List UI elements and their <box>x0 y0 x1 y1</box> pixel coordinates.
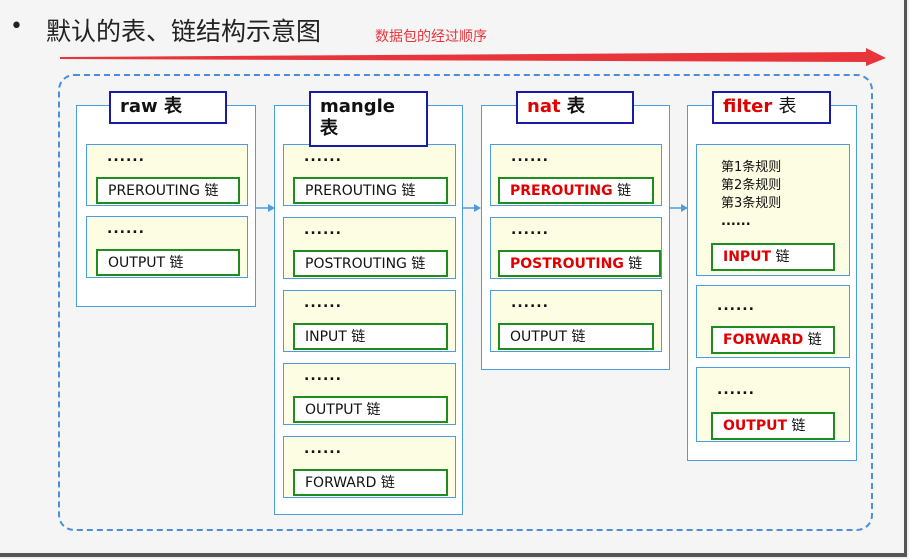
chain-box: ...... OUTPUT 链 <box>86 216 248 278</box>
chain-suffix: 链 <box>617 183 632 199</box>
table-name-text: raw <box>120 96 158 117</box>
connector-arrow-icon <box>256 204 275 212</box>
chain-output: OUTPUT 链 <box>96 249 240 276</box>
chain-name: POSTROUTING <box>510 256 624 272</box>
bullet: • <box>10 14 23 39</box>
chain-name: PREROUTING <box>510 183 613 199</box>
dots: ...... <box>107 221 145 237</box>
chain-name: PREROUTING <box>108 183 201 199</box>
chain-suffix: 链 <box>169 255 184 271</box>
chain-postrouting: POSTROUTING 链 <box>293 250 448 277</box>
table-nat: ...... PREROUTING 链 ...... POSTROUTING 链… <box>481 105 670 370</box>
table-mangle: ...... PREROUTING 链 ...... POSTROUTING 链… <box>274 105 463 515</box>
dots: ...... <box>511 295 549 311</box>
chain-box: ...... FORWARD 链 <box>283 436 456 498</box>
chain-name: INPUT <box>305 329 347 345</box>
chain-name: POSTROUTING <box>305 256 407 272</box>
chain-name: PREROUTING <box>305 183 398 199</box>
chain-input: INPUT 链 <box>293 323 448 350</box>
dots: ...... <box>107 149 145 165</box>
dots: ...... <box>304 368 342 384</box>
table-name-text: filter <box>723 96 773 117</box>
chain-suffix: 链 <box>411 256 426 272</box>
flow-arrow-icon <box>60 48 886 66</box>
chain-input: INPUT 链 <box>711 243 835 271</box>
connector-arrow-icon <box>669 204 688 212</box>
dots: ...... <box>511 149 549 165</box>
chain-suffix: 链 <box>401 183 416 199</box>
dots: ...... <box>304 295 342 311</box>
dots: ...... <box>717 298 755 314</box>
chain-box: ...... OUTPUT 链 <box>490 290 662 352</box>
chain-suffix: 链 <box>775 249 790 265</box>
chain-suffix: 链 <box>366 402 381 418</box>
chain-output: OUTPUT 链 <box>711 412 835 440</box>
rule-item: 第1条规则 <box>721 160 782 175</box>
chain-box: 第1条规则 第2条规则 第3条规则 ...... INPUT 链 <box>696 144 850 276</box>
chain-suffix: 链 <box>351 329 366 345</box>
rules-list: 第1条规则 第2条规则 第3条规则 ...... <box>721 159 781 231</box>
chain-name: OUTPUT <box>723 418 787 434</box>
table-name-text: nat <box>527 96 561 117</box>
chain-suffix: 链 <box>204 183 219 199</box>
connector-arrow-icon <box>462 204 481 212</box>
chain-box: ...... FORWARD 链 <box>696 285 850 358</box>
chain-prerouting: PREROUTING 链 <box>498 177 654 204</box>
table-suffix: 表 <box>566 96 585 117</box>
table-name-filter: filter 表 <box>712 91 831 124</box>
table-filter: 第1条规则 第2条规则 第3条规则 ...... INPUT 链 ...... … <box>687 105 857 461</box>
chain-box: ...... PREROUTING 链 <box>283 144 456 206</box>
table-name-nat: nat 表 <box>516 91 634 124</box>
table-suffix: 表 <box>320 118 338 139</box>
chain-name: FORWARD <box>305 475 377 491</box>
chain-name: INPUT <box>723 249 772 265</box>
dots: ...... <box>717 382 755 398</box>
chain-suffix: 链 <box>628 256 643 272</box>
rule-item: 第2条规则 <box>721 178 782 193</box>
rule-item: ...... <box>721 214 751 229</box>
dots: ...... <box>304 441 342 457</box>
chain-box: ...... OUTPUT 链 <box>283 363 456 425</box>
chain-box: ...... OUTPUT 链 <box>696 367 850 442</box>
chain-box: ...... INPUT 链 <box>283 290 456 352</box>
table-name-text: mangle <box>320 96 395 117</box>
table-name-raw: raw 表 <box>109 91 227 124</box>
dots: ...... <box>511 222 549 238</box>
chain-box: ...... POSTROUTING 链 <box>490 217 662 279</box>
container-dashed-box <box>58 74 873 531</box>
table-suffix: 表 <box>163 96 182 117</box>
chain-output: OUTPUT 链 <box>293 396 448 423</box>
chain-forward: FORWARD 链 <box>293 469 448 496</box>
page-title: 默认的表、链结构示意图 <box>46 17 322 46</box>
chain-name: OUTPUT <box>510 329 568 345</box>
arrow-label: 数据包的经过顺序 <box>375 29 487 45</box>
chain-postrouting: POSTROUTING 链 <box>498 250 661 277</box>
chain-forward: FORWARD 链 <box>711 326 835 354</box>
chain-box: ...... POSTROUTING 链 <box>283 217 456 279</box>
table-name-mangle: mangle 表 <box>309 91 428 147</box>
dots: ...... <box>304 222 342 238</box>
chain-suffix: 链 <box>571 329 586 345</box>
chain-prerouting: PREROUTING 链 <box>96 177 240 204</box>
chain-name: FORWARD <box>723 332 804 348</box>
chain-prerouting: PREROUTING 链 <box>293 177 448 204</box>
chain-name: OUTPUT <box>108 255 166 271</box>
table-suffix: 表 <box>778 96 797 117</box>
chain-box: ...... PREROUTING 链 <box>86 144 248 206</box>
chain-suffix: 链 <box>380 475 395 491</box>
chain-name: OUTPUT <box>305 402 363 418</box>
chain-box: ...... PREROUTING 链 <box>490 144 662 206</box>
chain-output: OUTPUT 链 <box>498 323 654 350</box>
rule-item: 第3条规则 <box>721 196 782 211</box>
chain-suffix: 链 <box>791 418 806 434</box>
chain-suffix: 链 <box>807 332 822 348</box>
table-raw: ...... PREROUTING 链 ...... OUTPUT 链 <box>76 105 256 307</box>
dots: ...... <box>304 149 342 165</box>
